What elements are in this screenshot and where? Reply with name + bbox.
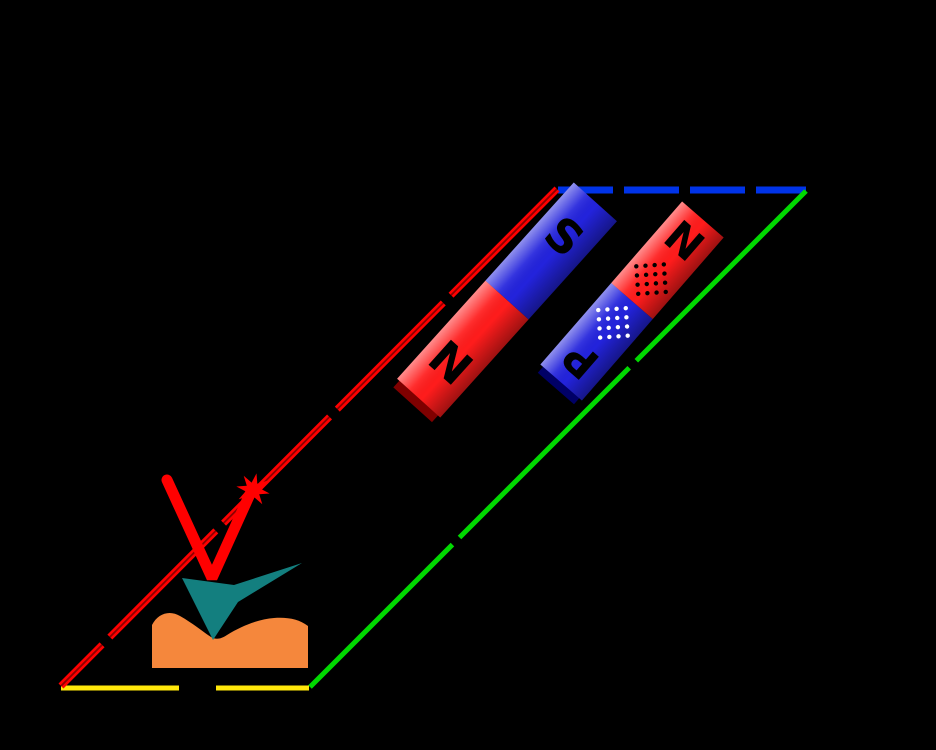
laser-spot-star [236,473,270,507]
dot-pattern-on-p-half [596,305,630,340]
left-magnet-shading [397,182,617,418]
left-bar-magnet: N S [393,182,617,423]
scan-plane-right-edge [308,189,808,689]
laser-beam [161,474,256,581]
sample-surface [152,613,308,668]
cantilever-probe [182,563,302,640]
dot-pattern-on-north-half [634,262,668,297]
left-magnet-end-cap [393,379,440,423]
right-magnet-end-cap [537,365,581,405]
right-magnet-shading [540,201,724,401]
scan-plane-left-edge-core [60,188,558,687]
right-bar-magnet: P N [537,201,724,405]
scan-plane-left-edge [58,186,560,689]
